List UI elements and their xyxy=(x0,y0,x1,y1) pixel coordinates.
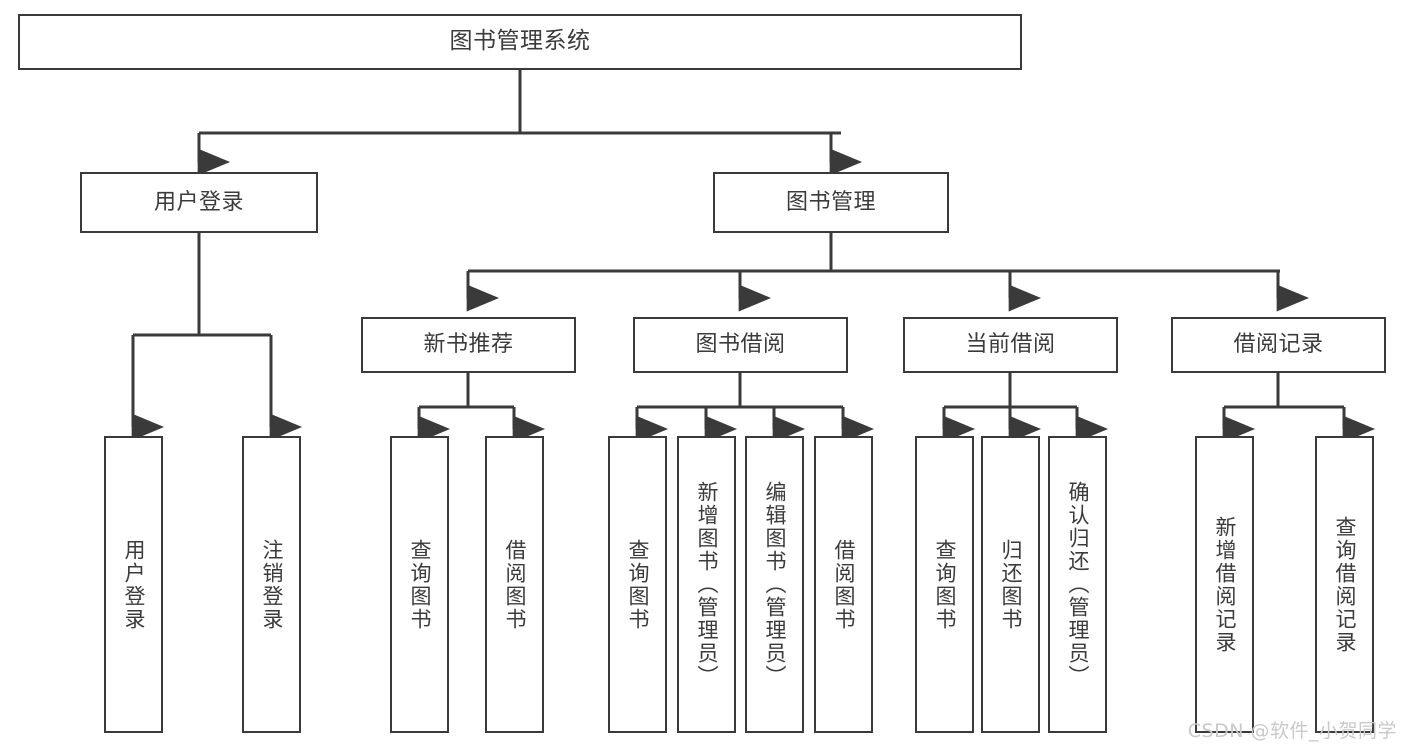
node-leaf-query-record-label: 查询借阅记录 xyxy=(1333,515,1357,654)
node-leaf-borrow-book-1-label: 借阅图书 xyxy=(503,538,527,631)
node-book-borrow[interactable]: 图书借阅 xyxy=(633,317,848,373)
node-leaf-add-book[interactable]: 新增图书（管理员） xyxy=(677,436,736,733)
node-leaf-confirm-return-label: 确认归还（管理员） xyxy=(1066,481,1090,688)
node-leaf-logout-login-label: 注销登录 xyxy=(260,538,284,631)
node-borrow-record-label: 借阅记录 xyxy=(1233,332,1324,358)
node-leaf-query-book-2[interactable]: 查询图书 xyxy=(608,436,667,733)
csdn-watermark: CSDN @软件_小贺同学 xyxy=(1187,720,1397,742)
node-leaf-add-record[interactable]: 新增借阅记录 xyxy=(1195,436,1254,733)
node-leaf-query-record[interactable]: 查询借阅记录 xyxy=(1315,436,1374,733)
node-leaf-edit-book-label: 编辑图书（管理员） xyxy=(763,481,787,688)
node-leaf-user-login-label: 用户登录 xyxy=(122,538,146,631)
node-leaf-edit-book[interactable]: 编辑图书（管理员） xyxy=(745,436,804,733)
node-book-manage[interactable]: 图书管理 xyxy=(713,172,949,233)
node-root[interactable]: 图书管理系统 xyxy=(18,14,1022,70)
node-new-book-recommend-label: 新书推荐 xyxy=(423,332,514,358)
node-leaf-add-book-label: 新增图书（管理员） xyxy=(695,481,719,688)
node-leaf-borrow-book-2-label: 借阅图书 xyxy=(832,538,856,631)
node-leaf-query-book-1[interactable]: 查询图书 xyxy=(390,436,449,733)
node-leaf-query-book-2-label: 查询图书 xyxy=(626,538,650,631)
node-leaf-borrow-book-2[interactable]: 借阅图书 xyxy=(814,436,873,733)
node-current-borrow-label: 当前借阅 xyxy=(965,332,1056,358)
node-leaf-return-book-label: 归还图书 xyxy=(999,538,1023,631)
node-borrow-record[interactable]: 借阅记录 xyxy=(1171,317,1386,373)
node-root-label: 图书管理系统 xyxy=(449,28,591,55)
node-leaf-add-record-label: 新增借阅记录 xyxy=(1213,515,1237,654)
node-book-borrow-label: 图书借阅 xyxy=(695,332,786,358)
node-book-manage-label: 图书管理 xyxy=(785,189,876,215)
node-leaf-borrow-book-1[interactable]: 借阅图书 xyxy=(485,436,544,733)
node-leaf-query-book-3[interactable]: 查询图书 xyxy=(915,436,974,733)
node-user-login[interactable]: 用户登录 xyxy=(80,172,318,233)
node-leaf-confirm-return[interactable]: 确认归还（管理员） xyxy=(1048,436,1107,733)
node-current-borrow[interactable]: 当前借阅 xyxy=(903,317,1118,373)
node-leaf-user-login[interactable]: 用户登录 xyxy=(104,436,163,733)
node-leaf-return-book[interactable]: 归还图书 xyxy=(981,436,1040,733)
node-leaf-query-book-1-label: 查询图书 xyxy=(408,538,432,631)
node-new-book-recommend[interactable]: 新书推荐 xyxy=(361,317,576,373)
node-user-login-label: 用户登录 xyxy=(153,189,244,215)
node-leaf-query-book-3-label: 查询图书 xyxy=(933,538,957,631)
node-leaf-logout-login[interactable]: 注销登录 xyxy=(242,436,301,733)
